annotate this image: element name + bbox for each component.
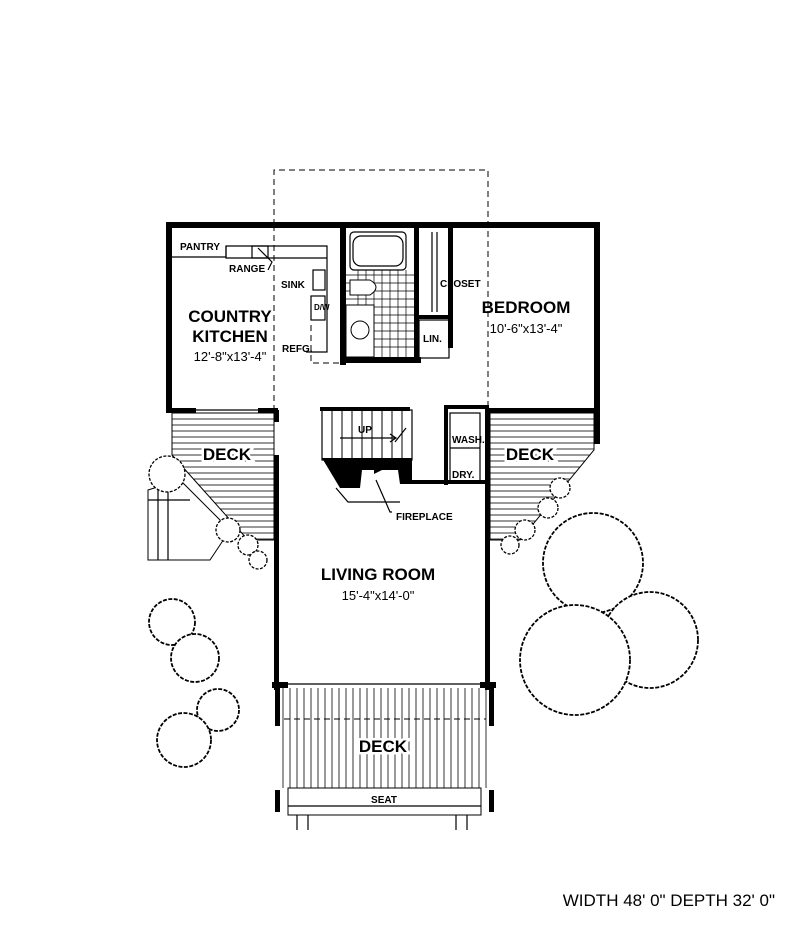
closet-label: CLOSET (440, 279, 481, 290)
bedroom-size: 10'-6"x13'-4" (490, 321, 563, 336)
bathroom (345, 231, 414, 358)
shrubs (148, 455, 571, 570)
exterior-walls (166, 222, 600, 812)
seat-label: SEAT (371, 795, 397, 806)
fireplace (322, 458, 412, 513)
pantry-label: PANTRY (180, 242, 220, 253)
living-room-name: LIVING ROOM (321, 565, 435, 584)
sink-label: SINK (281, 280, 306, 291)
stairs-up-label: UP (358, 425, 372, 436)
washer-label: WASH. (452, 435, 485, 446)
linen-label: LIN. (423, 334, 442, 345)
interior-walls (320, 225, 489, 485)
dryer-label: DRY. (452, 470, 475, 481)
windows (196, 409, 585, 685)
laundry (449, 412, 481, 482)
stairs (321, 409, 413, 461)
deck-left (171, 412, 275, 541)
range-label: RANGE (229, 264, 265, 275)
kitchen-name-2: KITCHEN (192, 327, 268, 346)
kitchen-name-1: COUNTRY (188, 307, 272, 326)
kitchen-size: 12'-8"x13'-4" (194, 349, 267, 364)
refg-label: REFG. (282, 344, 313, 355)
roof-outline (273, 169, 489, 410)
trees (148, 512, 699, 768)
deck-bottom-label: DECK (359, 737, 408, 756)
footer-dimensions: WIDTH 48' 0" DEPTH 32' 0" (563, 891, 775, 910)
kitchen-counters (172, 245, 340, 364)
deck-left-label: DECK (203, 445, 252, 464)
deck-bottom (280, 688, 489, 788)
living-room-size: 15'-4"x14'-0" (342, 588, 415, 603)
dw-label: D/W (314, 303, 330, 312)
deck-right-label: DECK (506, 445, 555, 464)
seat (287, 787, 482, 830)
fireplace-label: FIREPLACE (396, 512, 453, 523)
closet (418, 232, 450, 359)
bedroom-name: BEDROOM (482, 298, 571, 317)
